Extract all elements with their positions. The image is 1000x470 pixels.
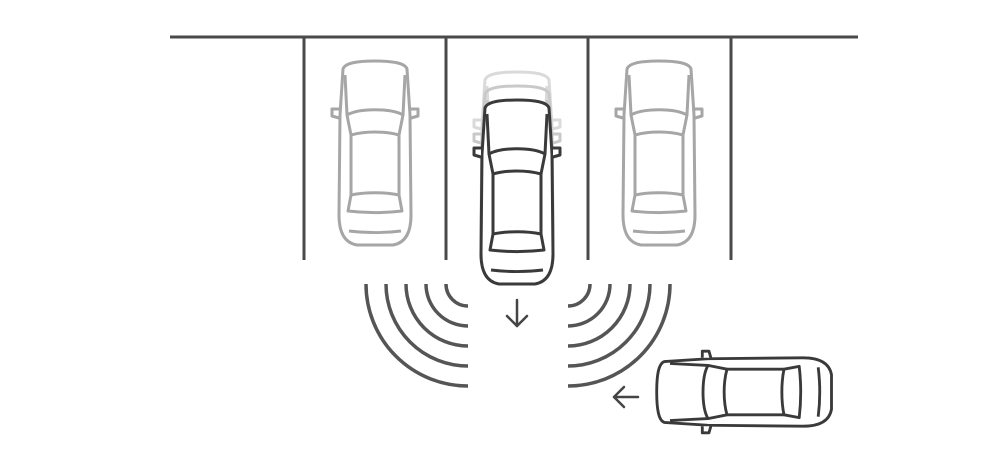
parked-car-right-icon: [614, 59, 704, 247]
crossing-car-icon: [655, 349, 833, 435]
down-arrow-icon: [505, 298, 529, 328]
left-arrow-icon: [612, 385, 640, 409]
reversing-car-icon: [472, 98, 562, 286]
parked-car-left-icon: [330, 59, 420, 247]
radar-wave-right-icon: [567, 283, 672, 388]
radar-wave-left-icon: [364, 283, 469, 388]
